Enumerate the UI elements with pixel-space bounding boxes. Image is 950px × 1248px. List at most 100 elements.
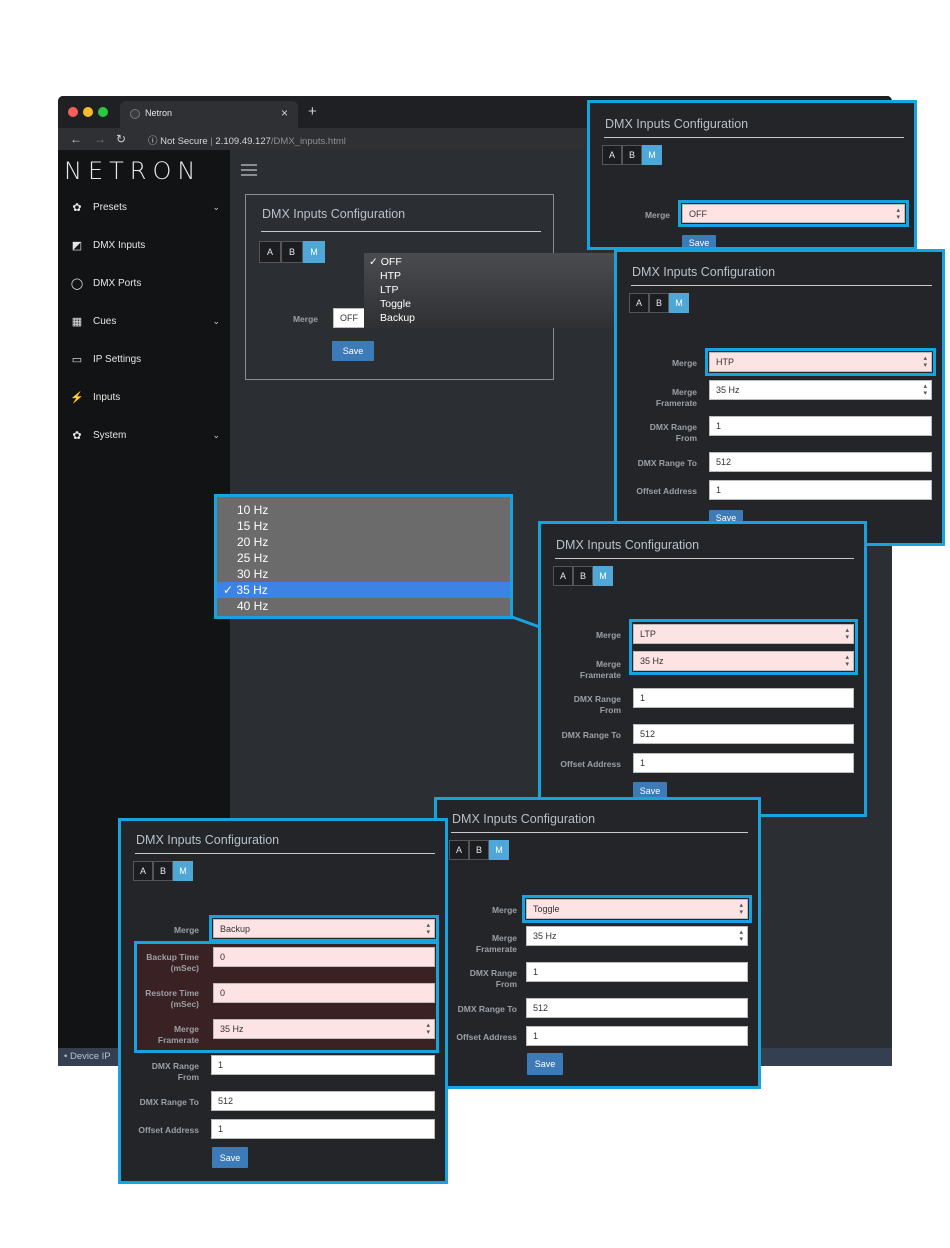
backup-time-label: Backup Time (mSec) (146, 952, 199, 973)
merge-select[interactable]: HTP▴▾ (709, 352, 932, 372)
url-path: /DMX_inputs.html (270, 136, 346, 147)
merge-select[interactable]: LTP▴▾ (633, 624, 854, 644)
title-divider (451, 832, 748, 833)
title-divider (555, 558, 854, 559)
merge-highlight (522, 895, 752, 923)
card-title: DMX Inputs Configuration (556, 538, 700, 552)
framerate-select[interactable]: 35 Hz▴▾ (709, 380, 932, 400)
framerate-option[interactable]: 20 Hz (237, 535, 269, 549)
offset-input[interactable]: 1 (709, 480, 932, 500)
input-tabs: A B M (602, 145, 662, 165)
tab-b[interactable]: B (469, 840, 489, 860)
tab-a[interactable]: A (449, 840, 469, 860)
save-button[interactable]: Save (682, 235, 716, 247)
tab-b[interactable]: B (573, 566, 593, 586)
range-to-input[interactable]: 512 (633, 724, 854, 744)
framerate-option[interactable]: 15 Hz (237, 519, 269, 533)
tab-m[interactable]: M (489, 840, 509, 860)
restore-time-input[interactable]: 0 (213, 983, 435, 1003)
merge-option-off[interactable]: ✓ OFF (369, 256, 402, 268)
tab-b[interactable]: B (281, 241, 303, 263)
range-to-input[interactable]: 512 (211, 1091, 435, 1111)
tab-a[interactable]: A (133, 861, 153, 881)
merge-highlight (705, 348, 936, 376)
range-from-input[interactable]: 1 (709, 416, 932, 436)
sidebar-item-presets[interactable]: ✿ Presets ⌄ (70, 197, 220, 217)
security-label: Not Secure (160, 136, 208, 147)
sidebar-item-inputs[interactable]: ⚡ Inputs (70, 387, 220, 407)
merge-label: Merge (173, 925, 199, 935)
merge-select[interactable]: Backup▴▾ (213, 919, 435, 938)
framerate-option[interactable]: 10 Hz (237, 503, 269, 517)
tab-m[interactable]: M (173, 861, 193, 881)
tab-a[interactable]: A (602, 145, 622, 165)
title-divider (135, 853, 435, 854)
range-to-input[interactable]: 512 (709, 452, 932, 472)
close-window-icon[interactable] (68, 107, 78, 117)
framerate-option[interactable]: 25 Hz (237, 551, 269, 565)
merge-option-backup[interactable]: Backup (380, 312, 416, 324)
backup-time-input[interactable]: 0 (213, 947, 435, 967)
offset-input[interactable]: 1 (211, 1119, 435, 1139)
offset-input[interactable]: 1 (526, 1026, 748, 1046)
film-icon: ▦ (71, 315, 83, 328)
browser-tab[interactable]: Netron × (120, 101, 298, 128)
range-to-input[interactable]: 512 (526, 998, 748, 1018)
merge-option-ltp[interactable]: LTP (380, 284, 399, 296)
menu-toggle-icon[interactable] (241, 164, 257, 176)
maximize-window-icon[interactable] (98, 107, 108, 117)
forward-arrow-icon[interactable]: → (94, 132, 106, 146)
offset-input[interactable]: 1 (633, 753, 854, 773)
sidebar-item-ip-settings[interactable]: ▭ IP Settings (70, 349, 220, 369)
tab-title: Netron (145, 108, 173, 118)
save-button[interactable]: Save (527, 1053, 563, 1075)
tab-a[interactable]: A (259, 241, 281, 263)
sidebar-item-cues[interactable]: ▦ Cues ⌄ (70, 311, 220, 331)
tab-m[interactable]: M (303, 241, 325, 263)
tab-a[interactable]: A (629, 293, 649, 313)
save-button[interactable]: Save (212, 1147, 248, 1168)
url-host: 2.109.49.127 (215, 136, 271, 147)
tab-close-icon[interactable]: × (280, 106, 288, 120)
framerate-option[interactable]: 40 Hz (237, 599, 269, 613)
input-tabs: A B M (553, 566, 613, 586)
minimize-window-icon[interactable] (83, 107, 93, 117)
range-from-input[interactable]: 1 (633, 688, 854, 708)
framerate-select[interactable]: 35 Hz▴▾ (526, 926, 748, 946)
card-title: DMX Inputs Configuration (136, 833, 280, 847)
save-button[interactable]: Save (332, 341, 374, 361)
save-button[interactable]: Save (633, 782, 667, 800)
tab-b[interactable]: B (153, 861, 173, 881)
merge-select[interactable]: Toggle▴▾ (526, 899, 748, 919)
sidebar-item-dmx-ports[interactable]: ◯ DMX Ports (70, 273, 220, 293)
framerate-select[interactable]: 35 Hz▴▾ (213, 1019, 435, 1039)
framerate-option[interactable]: 30 Hz (237, 567, 269, 581)
tab-b[interactable]: B (649, 293, 669, 313)
back-arrow-icon[interactable]: ← (70, 132, 82, 146)
framerate-select[interactable]: 35 Hz▴▾ (633, 651, 854, 671)
config-card-toggle: DMX Inputs Configuration A B M Merge Tog… (434, 797, 761, 1089)
framerate-option-selected[interactable]: ✓ 35 Hz (217, 582, 510, 598)
merge-option-htp[interactable]: HTP (380, 270, 401, 282)
url-field[interactable]: ⓘ Not Secure | 2.109.49.127/DMX_inputs.h… (148, 136, 346, 147)
sidebar-item-dmx-inputs[interactable]: ◩ DMX Inputs (70, 235, 220, 255)
range-from-input[interactable]: 1 (211, 1055, 435, 1075)
new-tab-button[interactable]: + (308, 103, 317, 120)
range-from-input[interactable]: 1 (526, 962, 748, 982)
merge-label: Merge (595, 630, 621, 640)
tab-m[interactable]: M (593, 566, 613, 586)
sidebar-item-label: DMX Ports (93, 277, 142, 289)
range-to-label: DMX Range To (457, 1004, 517, 1014)
sidebar-item-label: Cues (93, 315, 117, 327)
device-ip-label: • Device IP (64, 1051, 111, 1062)
merge-framerate-highlight (629, 619, 858, 675)
reload-icon[interactable]: ↻ (116, 132, 127, 146)
tab-a[interactable]: A (553, 566, 573, 586)
tab-m[interactable]: M (669, 293, 689, 313)
sidebar-item-label: System (93, 429, 127, 441)
merge-select[interactable]: OFF▴▾ (682, 204, 905, 223)
tab-m[interactable]: M (642, 145, 662, 165)
tab-b[interactable]: B (622, 145, 642, 165)
merge-option-toggle[interactable]: Toggle (380, 298, 411, 310)
sidebar-item-system[interactable]: ✿ System ⌄ (70, 425, 220, 445)
